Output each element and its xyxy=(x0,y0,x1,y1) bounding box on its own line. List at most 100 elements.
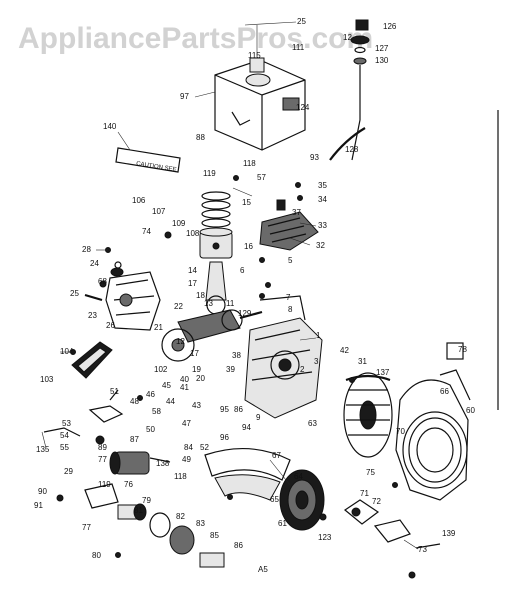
part-label: 96 xyxy=(220,433,229,442)
part-label: 60 xyxy=(466,406,475,415)
fuel-tank-assembly xyxy=(214,25,306,151)
part-label: 129 xyxy=(238,309,252,318)
part-label: 63 xyxy=(308,419,317,428)
part-label: 119 xyxy=(98,480,111,489)
part-label: 26 xyxy=(106,321,115,330)
part-label: 51 xyxy=(110,387,119,396)
part-label: 61 xyxy=(278,519,287,528)
part-label: 53 xyxy=(62,419,71,428)
part-label: 77 xyxy=(98,455,107,464)
crankcase-block xyxy=(244,295,323,419)
part-label: 32 xyxy=(316,241,325,250)
part-label: 83 xyxy=(196,519,205,528)
part-label: 3 xyxy=(314,357,319,366)
part-label: 115 xyxy=(248,51,261,60)
part-label: 71 xyxy=(360,489,369,498)
part-label: 7 xyxy=(286,293,291,302)
part-label: 118 xyxy=(174,472,187,481)
part-label: 46 xyxy=(146,390,155,399)
part-label: 55 xyxy=(60,443,69,452)
starter-shaft-parts xyxy=(56,483,225,568)
part-label: 19 xyxy=(192,365,201,374)
part-label: A5 xyxy=(258,565,268,574)
caution-label-text: CAUTION SEE xyxy=(136,161,177,173)
caution-label-plate: CAUTION SEE xyxy=(115,147,181,173)
decal-plate xyxy=(446,342,464,360)
part-label: 43 xyxy=(192,401,201,410)
part-label: 14 xyxy=(188,266,197,275)
flywheel xyxy=(343,372,393,458)
part-label: 119 xyxy=(203,169,216,178)
part-label: 67 xyxy=(272,451,281,460)
part-label: 41 xyxy=(180,383,189,392)
part-label: 25 xyxy=(297,17,306,26)
part-label: 124 xyxy=(296,103,310,112)
part-label: 39 xyxy=(226,365,235,374)
part-label: 78 xyxy=(458,345,467,354)
carburetor-assembly xyxy=(84,267,161,331)
part-label: 31 xyxy=(358,357,367,366)
part-label: 137 xyxy=(376,368,390,377)
part-label: 82 xyxy=(176,512,185,521)
part-label: 93 xyxy=(310,153,319,162)
part-label: 29 xyxy=(64,467,73,476)
part-label: 54 xyxy=(60,431,69,440)
part-label: 127 xyxy=(375,44,389,53)
part-label: 20 xyxy=(196,374,205,383)
part-label: 17 xyxy=(190,349,199,358)
starter-motor xyxy=(109,451,171,475)
crankcase-cover xyxy=(161,328,195,362)
muffler-guard xyxy=(204,448,291,501)
part-label: 106 xyxy=(132,196,146,205)
leader-lines xyxy=(41,21,419,550)
part-label: 6 xyxy=(240,266,245,275)
part-label: 24 xyxy=(90,259,99,268)
fuel-line xyxy=(329,127,366,161)
part-label: 87 xyxy=(130,435,139,444)
part-label: 86 xyxy=(234,541,243,550)
part-label: 5 xyxy=(288,256,293,265)
part-label: 12 xyxy=(176,337,185,346)
part-label: 130 xyxy=(375,56,389,65)
part-label: 70 xyxy=(396,427,405,436)
starter-gear xyxy=(279,469,325,531)
part-label: 25 xyxy=(70,289,79,298)
part-label: 12 xyxy=(343,33,352,42)
part-label: 76 xyxy=(124,480,133,489)
piston-rings xyxy=(201,191,231,228)
part-label: 49 xyxy=(182,455,191,464)
part-label: 13 xyxy=(204,299,213,308)
part-label: 95 xyxy=(220,405,229,414)
part-label: 79 xyxy=(142,496,151,505)
part-label: 86 xyxy=(234,405,243,414)
part-label: 75 xyxy=(366,468,375,477)
part-label: 57 xyxy=(257,173,266,182)
part-label: 50 xyxy=(146,425,155,434)
part-label: 34 xyxy=(318,195,327,204)
blower-housing xyxy=(395,369,471,501)
part-label: 126 xyxy=(383,22,397,31)
part-label: 109 xyxy=(172,219,186,228)
part-label: 73 xyxy=(418,545,427,554)
part-label: 84 xyxy=(184,443,193,452)
part-label: 64 xyxy=(294,472,303,481)
part-label: 40 xyxy=(180,375,189,384)
part-label: 15 xyxy=(242,198,251,207)
part-label: 58 xyxy=(152,407,161,416)
governor-linkage xyxy=(43,389,124,445)
part-label: 140 xyxy=(103,122,117,131)
watermark-text: AppliancePartsPros.com xyxy=(18,22,373,55)
part-label: 135 xyxy=(36,445,50,454)
part-label: 44 xyxy=(166,397,175,406)
part-label: 22 xyxy=(174,302,183,311)
part-label: 111 xyxy=(292,43,305,52)
part-label: 88 xyxy=(196,133,205,142)
part-label: 47 xyxy=(182,419,191,428)
part-label: 108 xyxy=(186,229,200,238)
cylinder-head xyxy=(259,199,319,251)
part-label: 91 xyxy=(34,501,43,510)
part-label: 28 xyxy=(82,245,91,254)
part-label: 107 xyxy=(152,207,166,216)
part-label: 35 xyxy=(318,181,327,190)
